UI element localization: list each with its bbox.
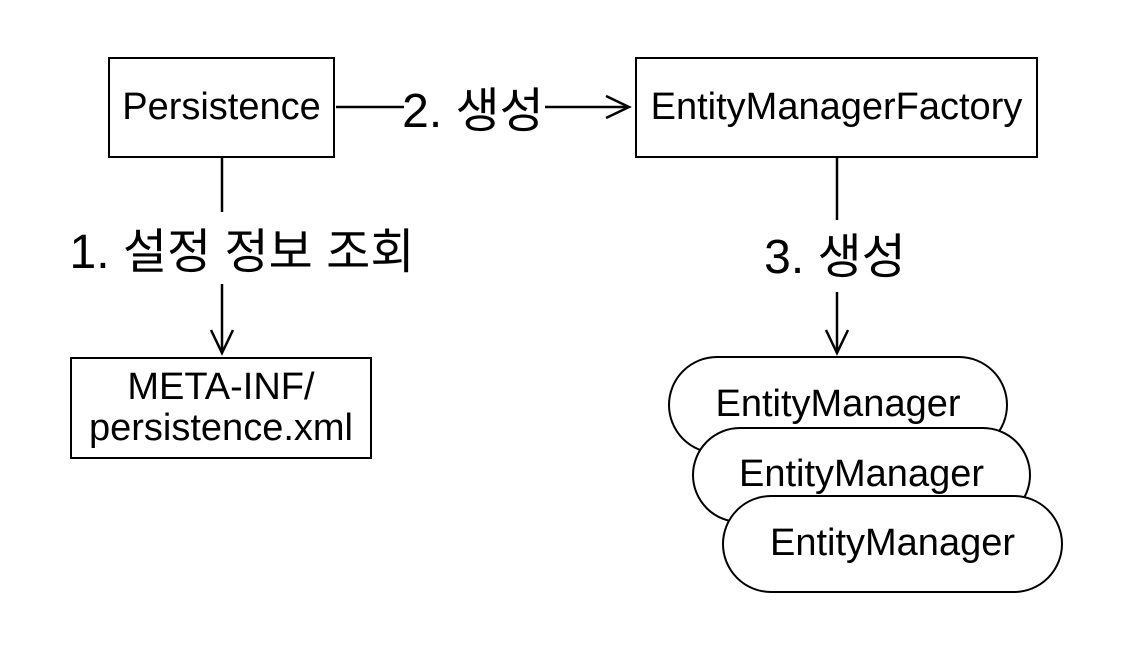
edge-label-create-factory: 2. 생성 <box>402 85 544 138</box>
node-entity-manager-3-label: EntityManager <box>769 522 1015 565</box>
arrowhead-right-icon <box>605 94 632 120</box>
edge-label-read-config: 1. 설정 정보 조회 <box>69 226 415 279</box>
node-persistence-label: Persistence <box>122 85 321 128</box>
node-persistence: Persistence <box>108 57 335 158</box>
arrow-create-factory <box>336 94 632 120</box>
node-entity-manager-1-label: EntityManager <box>715 383 961 426</box>
node-meta-inf-label-line2: persistence.xml <box>89 407 353 449</box>
arrowhead-down-icon <box>824 329 850 356</box>
edge-label-create-entity-manager: 3. 생성 <box>764 231 906 284</box>
arrow-read-config <box>209 158 235 356</box>
arrow-create-entity-manager <box>824 158 850 356</box>
node-meta-inf-label: META-INF/ persistence.xml <box>89 365 353 449</box>
node-entity-manager-3: EntityManager <box>722 495 1063 593</box>
node-meta-inf-label-line1: META-INF/ <box>127 365 315 408</box>
node-entity-manager-factory: EntityManagerFactory <box>635 57 1038 158</box>
node-entity-manager-factory-label: EntityManagerFactory <box>650 85 1023 128</box>
node-meta-inf-persistence-xml: META-INF/ persistence.xml <box>70 357 372 459</box>
node-entity-manager-2-label: EntityManager <box>738 453 984 496</box>
arrowhead-down-icon <box>209 329 235 356</box>
